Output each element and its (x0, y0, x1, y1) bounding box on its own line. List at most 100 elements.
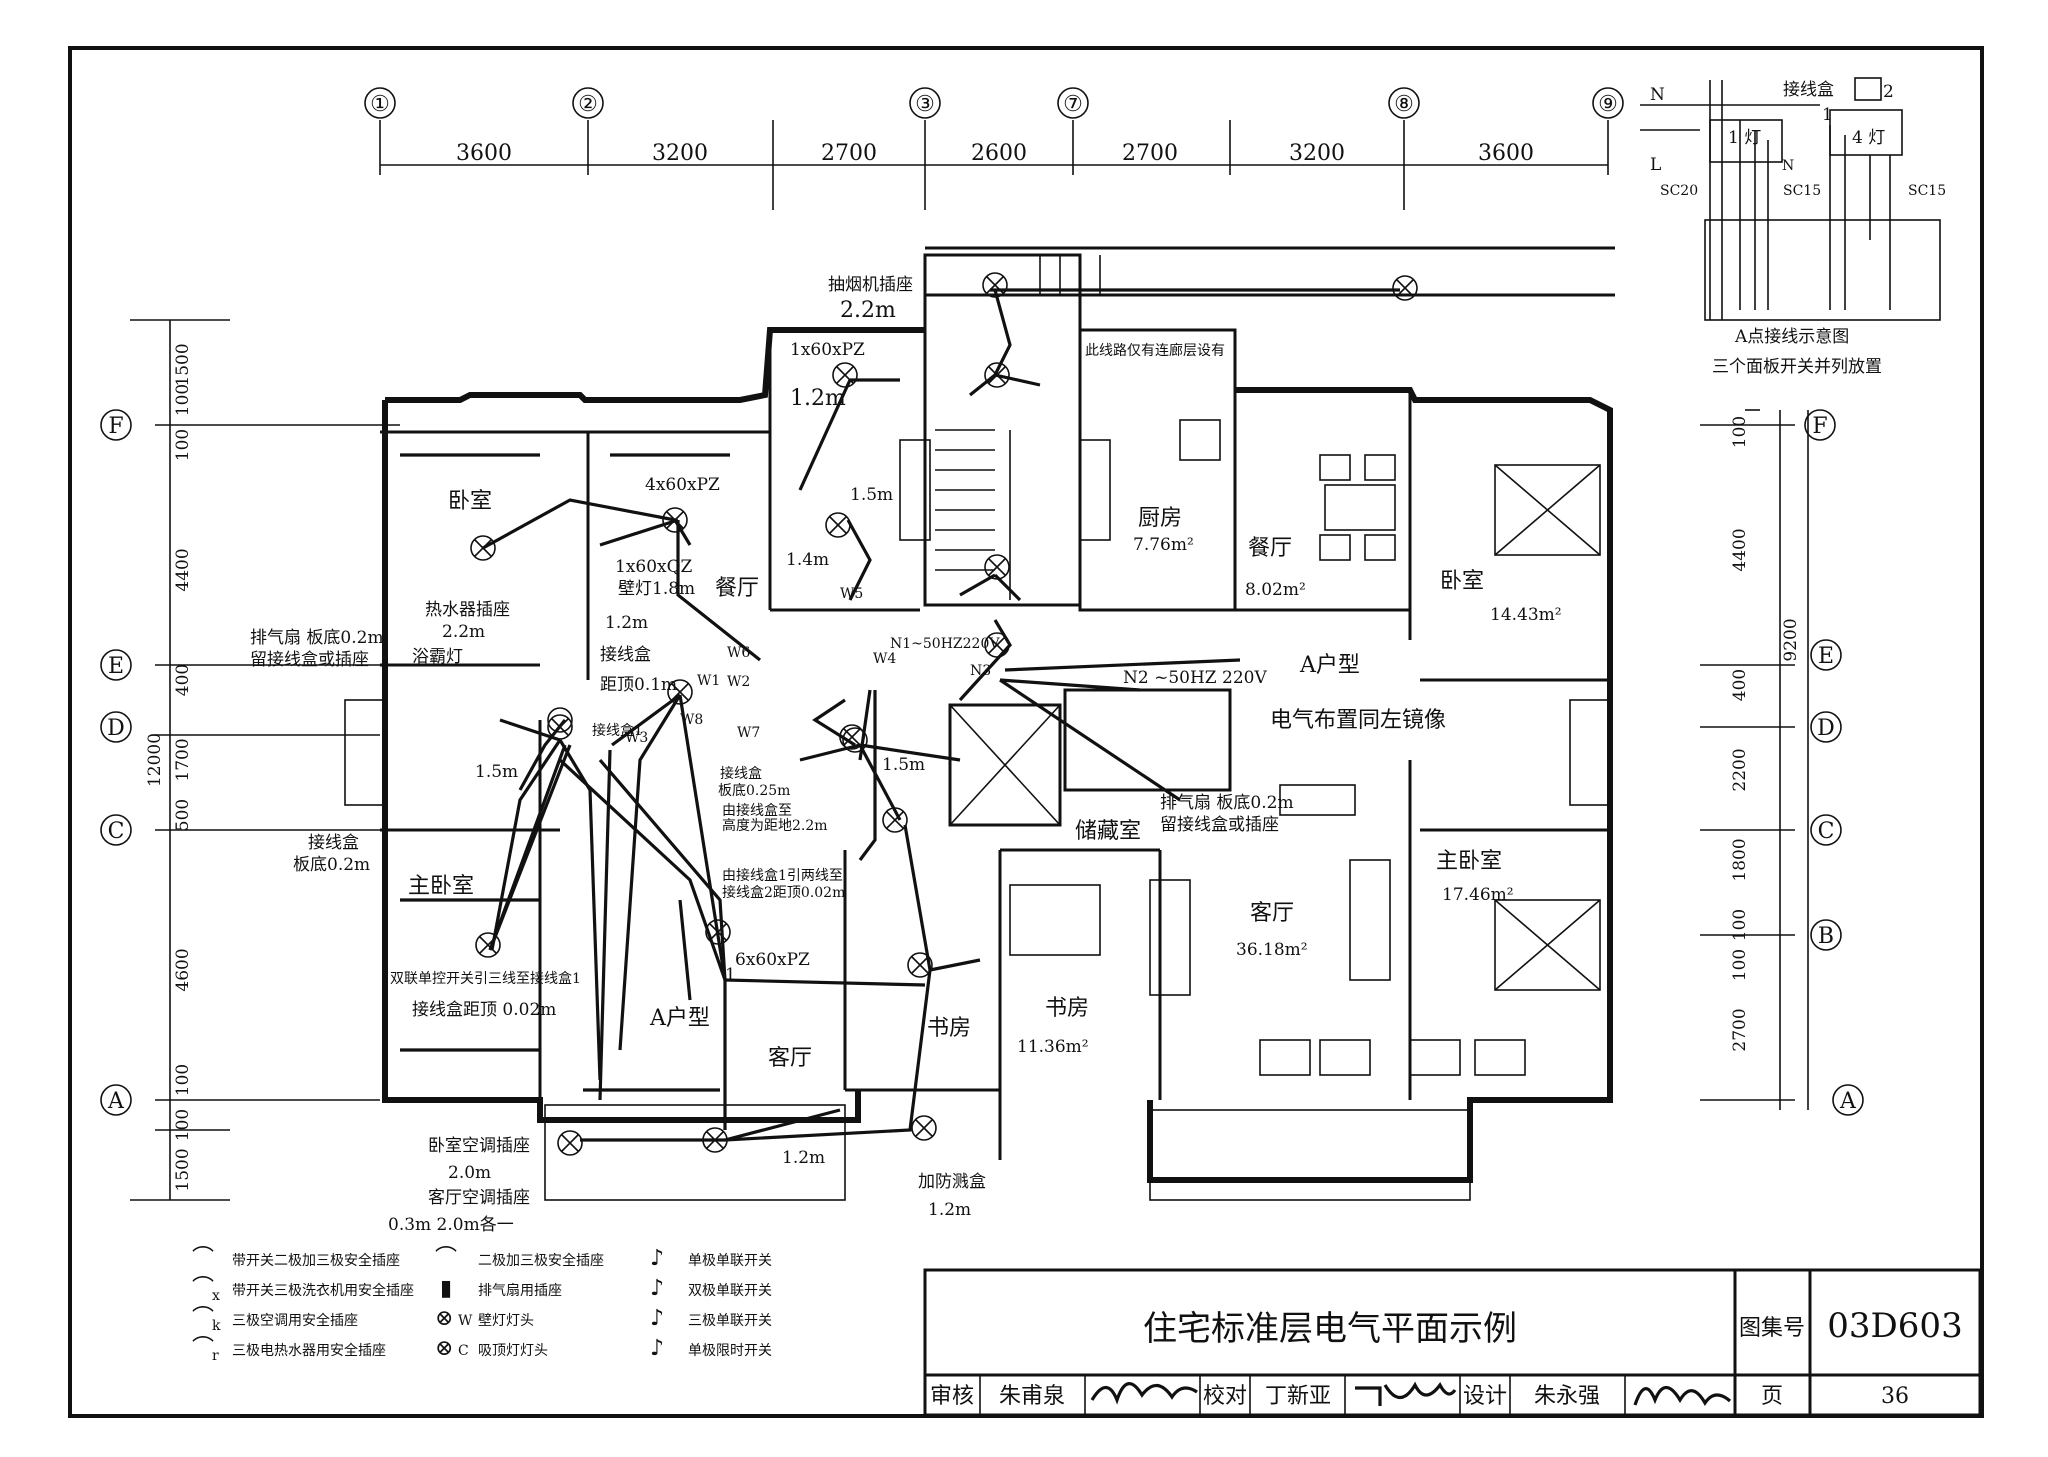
svg-text:W1: W1 (697, 673, 720, 689)
svg-text:100: 100 (1730, 416, 1750, 448)
svg-text:②: ② (578, 92, 598, 117)
svg-text:距顶0.1m: 距顶0.1m (600, 675, 677, 695)
room-kitchen-area: 7.76m² (1133, 535, 1194, 555)
svg-text:♪: ♪ (650, 1276, 664, 1301)
svg-text:N1~50HZ220V: N1~50HZ220V (890, 636, 1000, 652)
svg-text:W: W (458, 1313, 473, 1329)
svg-text:1500: 1500 (173, 343, 193, 386)
ceiling-lamps (470, 272, 1418, 1156)
axis-bubble-A-right: A (1832, 1084, 1864, 1116)
svg-text:1800: 1800 (1730, 838, 1750, 881)
svg-text:D: D (1817, 716, 1835, 741)
svg-text:SC15: SC15 (1783, 183, 1821, 199)
room-master-left: 主卧室 (408, 874, 474, 899)
room-living-right: 客厅 (1250, 901, 1294, 926)
room-bedroom-left: 卧室 (448, 489, 492, 514)
svg-text:D: D (107, 716, 125, 741)
axis-bubble-D-left: D (100, 711, 132, 743)
axis-bubble-9: ⑨ (1592, 87, 1624, 119)
ceiling-lamp-icon (984, 362, 1010, 388)
svg-text:带开关三极洗衣机用安全插座: 带开关三极洗衣机用安全插座 (232, 1282, 414, 1299)
svg-text:x: x (212, 1288, 220, 1304)
axis-bubble-C-right: C (1810, 814, 1842, 846)
ceiling-lamp-icon (984, 632, 1010, 658)
svg-text:100: 100 (1730, 949, 1750, 981)
legend-item: ⌒ 带开关二极加三极安全插座 (192, 1246, 400, 1271)
room-dining-right: 餐厅 (1248, 536, 1292, 561)
svg-text:排气扇 板底0.2m: 排气扇 板底0.2m (1160, 793, 1294, 813)
svg-text:⌒: ⌒ (192, 1306, 214, 1331)
svg-text:1500: 1500 (173, 1148, 193, 1191)
svg-text:二极加三极安全插座: 二极加三极安全插座 (478, 1252, 604, 1269)
ceiling-lamp-icon (984, 554, 1010, 580)
dim-top-4: 2600 (971, 141, 1027, 166)
svg-text:三极空调用安全插座: 三极空调用安全插座 (232, 1312, 358, 1329)
svg-text:W4: W4 (873, 651, 896, 667)
drawing-title: 住宅标准层电气平面示例 (1143, 1309, 1517, 1349)
svg-text:抽烟机插座: 抽烟机插座 (828, 275, 913, 295)
svg-text:100: 100 (173, 1109, 193, 1141)
svg-text:400: 400 (173, 664, 193, 696)
svg-text:2: 2 (1883, 82, 1894, 102)
svg-text:接线盒: 接线盒 (1783, 80, 1834, 100)
svg-text:1.5m: 1.5m (475, 762, 518, 782)
svg-text:2.0m: 2.0m (448, 1163, 491, 1183)
left-axis-grid: F E D C A 1500 100 100 4400 400 1700 500… (100, 319, 400, 1201)
svg-text:接线盒1: 接线盒1 (592, 722, 643, 739)
svg-text:SC20: SC20 (1660, 183, 1698, 199)
svg-text:⌒: ⌒ (192, 1336, 214, 1361)
axis-bubble-D-right: D (1810, 711, 1842, 743)
svg-text:1 灯: 1 灯 (1728, 128, 1761, 148)
dim-top-7: 3600 (1478, 141, 1534, 166)
svg-text:留接线盒或插座: 留接线盒或插座 (1160, 815, 1279, 835)
dim-top-2: 3200 (652, 141, 708, 166)
svg-text:4 灯: 4 灯 (1852, 128, 1885, 148)
svg-text:热水器插座: 热水器插座 (425, 600, 510, 620)
axis-bubble-F-left: F (100, 409, 132, 441)
svg-text:1.4m: 1.4m (786, 550, 829, 570)
svg-text:校对: 校对 (1203, 1384, 1247, 1409)
inset-wiring-diagram: N 接线盒 2 1 1 灯 4 灯 L N SC20 SC15 SC15 A点接… (1640, 77, 1946, 377)
svg-text:接线盒: 接线盒 (720, 765, 762, 782)
svg-text:2.2m: 2.2m (840, 298, 896, 323)
svg-text:⊗: ⊗ (435, 1336, 453, 1361)
axis-bubble-E-left: E (100, 649, 132, 681)
svg-text:排气扇 板底0.2m: 排气扇 板底0.2m (250, 628, 384, 648)
svg-text:B: B (1818, 924, 1834, 949)
svg-text:加防溅盒: 加防溅盒 (918, 1172, 986, 1192)
svg-text:100: 100 (173, 384, 193, 416)
svg-text:4400: 4400 (1730, 528, 1750, 571)
ceiling-lamp-icon (882, 807, 908, 833)
axis-bubble-E-right: E (1810, 639, 1842, 671)
svg-text:C: C (458, 1343, 469, 1359)
ceiling-lamp-icon (705, 919, 731, 945)
stair-treads (935, 255, 1101, 600)
svg-text:三个面板开关并列放置: 三个面板开关并列放置 (1712, 357, 1882, 377)
svg-text:100: 100 (1730, 909, 1750, 941)
atlas-label: 图集号 (1739, 1316, 1805, 1341)
drawing-frame (68, 46, 1984, 1418)
room-study-left: 书房 (927, 1016, 971, 1041)
svg-text:吸顶灯灯头: 吸顶灯灯头 (478, 1343, 548, 1359)
svg-text:壁灯灯头: 壁灯灯头 (478, 1313, 534, 1329)
svg-text:单极单联开关: 单极单联开关 (688, 1253, 772, 1269)
svg-text:⌒: ⌒ (192, 1246, 214, 1271)
dim-top-1: 3600 (456, 141, 512, 166)
right-axis-grid: F E D C B A 100 4400 400 2200 1800 100 1… (1700, 409, 1864, 1116)
atlas-number: 03D603 (1827, 1306, 1962, 1346)
building-walls (344, 246, 1615, 1201)
svg-text:C: C (1818, 819, 1835, 844)
svg-text:F: F (108, 414, 123, 439)
ceiling-lamp-icon (547, 707, 573, 733)
svg-text:100: 100 (173, 1064, 193, 1096)
ceiling-lamp-icon (907, 952, 933, 978)
legend-item: ⌒ x 带开关三极洗衣机用安全插座 (192, 1276, 414, 1304)
legend-item: ♪ 双极单联开关 (650, 1276, 772, 1301)
legend-item: ♪ 单极单联开关 (650, 1246, 772, 1271)
svg-text:▮: ▮ (440, 1276, 452, 1301)
svg-text:此线路仅有连廊层设有: 此线路仅有连廊层设有 (1085, 342, 1225, 359)
room-dining-right-area: 8.02m² (1245, 580, 1306, 600)
svg-text:设计: 设计 (1463, 1384, 1507, 1409)
svg-text:W7: W7 (737, 725, 760, 741)
room-master-right-area: 17.46m² (1442, 885, 1514, 905)
